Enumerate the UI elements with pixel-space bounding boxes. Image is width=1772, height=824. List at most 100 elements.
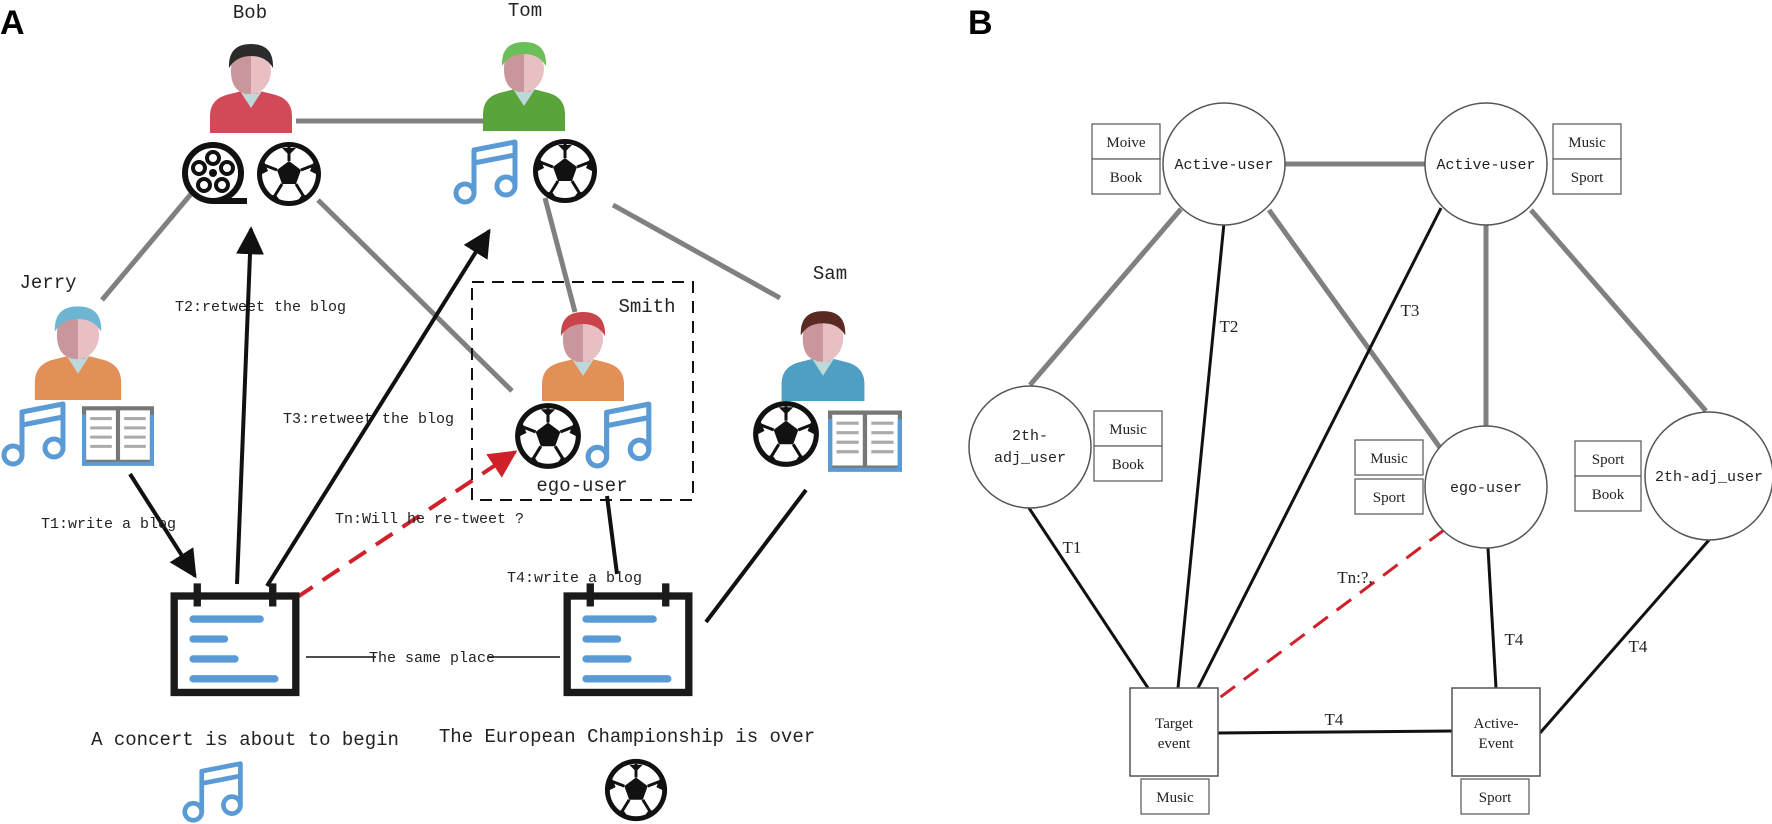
jerry-name: Jerry	[19, 272, 76, 294]
node-ego-user: ego-user	[1424, 425, 1548, 549]
svg-text:Music: Music	[1109, 422, 1147, 438]
label-t2: T2:retweet the blog	[175, 299, 346, 316]
svg-text:Sport: Sport	[1592, 452, 1625, 468]
tags-active-user-left: Moive Book	[1091, 123, 1161, 195]
calendar-icon	[567, 583, 689, 692]
node-adj-user-left: 2th- adj_user	[968, 385, 1092, 509]
svg-text:Sport: Sport	[1479, 790, 1512, 806]
music-note-icon	[4, 404, 63, 464]
calendar-icon	[174, 583, 296, 692]
edge-t4-ego	[1486, 547, 1498, 689]
bob-name: Bob	[233, 2, 267, 24]
music-note-icon	[588, 404, 649, 466]
svg-text:2th-adj_user: 2th-adj_user	[1655, 469, 1763, 486]
person-tom: Tom	[456, 0, 599, 205]
svg-text:Sport: Sport	[1571, 170, 1604, 186]
music-note-icon	[185, 764, 241, 821]
label-t4-a: T4:write a blog	[507, 570, 642, 587]
soccer-ball-icon	[751, 399, 821, 469]
ego-user-label: ego-user	[536, 475, 627, 497]
caption-championship: The European Championship is over	[439, 726, 815, 748]
edge-au-left-adj	[1028, 207, 1183, 387]
label-tn: Tn:Will he re-tweet ?	[335, 511, 524, 528]
action-arrows	[128, 226, 808, 624]
sam-avatar	[781, 311, 865, 401]
tom-name: Tom	[508, 0, 542, 22]
soccer-ball-icon	[255, 140, 323, 208]
link-tom-sam	[611, 202, 782, 301]
svg-text:2th-: 2th-	[1012, 428, 1048, 445]
soccer-ball-icon	[513, 401, 583, 471]
panel-b-black-edges	[1027, 207, 1711, 735]
edge-au-right-adj	[1529, 208, 1708, 413]
label-b-tn: Tn:?,	[1337, 568, 1372, 587]
edge-t4-bottom	[1217, 729, 1453, 735]
link-bob-smith	[316, 198, 514, 393]
label-b-t4-adj: T4	[1629, 637, 1648, 656]
arrow-tn	[294, 450, 518, 600]
ego-user-box	[471, 281, 694, 501]
bob-avatar	[210, 44, 292, 133]
svg-text:Music: Music	[1568, 135, 1606, 151]
social-links	[100, 118, 782, 393]
link-sam-event2	[704, 488, 808, 624]
soccer-ball-icon	[531, 137, 599, 205]
label-b-t4-bottom: T4	[1325, 710, 1344, 729]
svg-text:Music: Music	[1370, 451, 1408, 467]
person-bob: Bob	[185, 2, 323, 208]
svg-text:Music: Music	[1156, 790, 1194, 806]
book-icon	[84, 408, 152, 464]
node-adj-user-right: 2th-adj_user	[1644, 411, 1772, 541]
svg-text:adj_user: adj_user	[994, 450, 1066, 467]
edge-t3	[1196, 207, 1443, 689]
panel-a-letter: A	[0, 4, 25, 42]
tags-adj-user-left: Music Book	[1093, 410, 1163, 482]
smith-name: Smith	[618, 296, 675, 318]
tag-target-event: Music	[1140, 778, 1210, 815]
label-b-t4-ego: T4	[1505, 630, 1524, 649]
svg-text:event: event	[1158, 736, 1191, 752]
smith-avatar	[542, 312, 624, 401]
tags-ego-user: Music Sport	[1354, 439, 1424, 515]
arrow-t1	[128, 472, 197, 579]
edge-t2	[1176, 222, 1226, 689]
svg-text:Sport: Sport	[1373, 490, 1406, 506]
person-jerry: Jerry	[4, 272, 152, 464]
arrow-t2	[235, 226, 264, 585]
arrow-t3	[265, 228, 491, 588]
svg-text:Moive: Moive	[1106, 135, 1146, 151]
person-sam: Sam	[751, 263, 900, 470]
svg-text:ego-user: ego-user	[1450, 480, 1522, 497]
label-b-t1: T1	[1063, 538, 1082, 557]
panel-b-letter: B	[968, 4, 993, 42]
node-target-event: Target event	[1129, 687, 1219, 777]
svg-text:Book: Book	[1112, 457, 1145, 473]
svg-text:Active-user: Active-user	[1174, 157, 1273, 174]
label-b-t3: T3	[1401, 301, 1420, 320]
link-tom-smith	[542, 197, 578, 313]
edge-t1	[1027, 507, 1150, 689]
music-note-icon	[456, 142, 515, 202]
tag-active-event: Sport	[1460, 778, 1530, 815]
tom-avatar	[483, 42, 565, 131]
sam-name: Sam	[813, 263, 847, 285]
label-b-t2: T2	[1220, 317, 1239, 336]
film-reel-icon	[185, 145, 247, 201]
svg-text:Target: Target	[1155, 716, 1194, 732]
jerry-avatar	[34, 306, 122, 400]
svg-text:Active-: Active-	[1474, 716, 1519, 732]
node-active-user-right: Active-user	[1424, 102, 1548, 226]
svg-text:Book: Book	[1110, 170, 1143, 186]
tags-adj-user-right: Sport Book	[1574, 440, 1642, 512]
book-icon	[830, 413, 900, 470]
label-t3: T3:retweet the blog	[283, 411, 454, 428]
label-t1: T1:write a blog	[41, 516, 176, 533]
edge-tn	[1217, 528, 1445, 701]
person-smith: Smith ego-user	[513, 296, 676, 497]
svg-text:Event: Event	[1479, 736, 1515, 752]
edge-au-left-ego	[1266, 208, 1444, 451]
edge-t4-adj	[1538, 539, 1711, 734]
link-jerry-bob	[100, 192, 193, 302]
node-active-user-left: Active-user	[1162, 102, 1286, 226]
